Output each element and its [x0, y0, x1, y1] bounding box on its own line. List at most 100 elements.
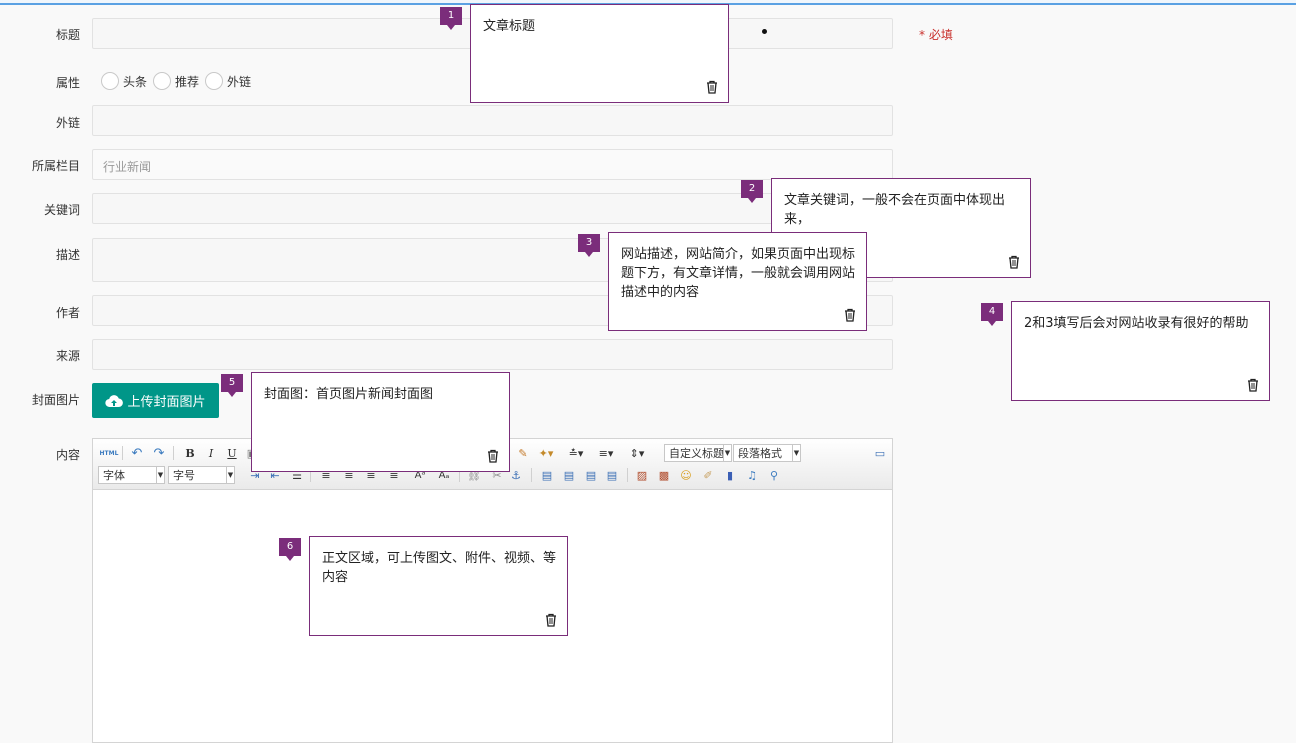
source-input[interactable]	[92, 339, 893, 370]
upload-cover-button[interactable]: 上传封面图片	[92, 383, 219, 418]
italic-button[interactable]: I	[208, 446, 214, 460]
music-icon[interactable]: ♫	[747, 468, 757, 482]
attachment-icon[interactable]: ⚲	[769, 468, 779, 482]
align-right-icon[interactable]: ≡	[366, 468, 376, 482]
scrawl-icon[interactable]: ✐	[703, 468, 713, 482]
upload-label: 上传封面图片	[127, 395, 206, 410]
annotation-note: 网站描述，网站简介，如果页面中出现标题下方，有文章详情，一般就会调用网站描述中的…	[608, 232, 867, 331]
chevron-down-icon: ▼	[156, 467, 164, 483]
align-center-icon[interactable]: ≡	[344, 468, 354, 482]
list-icon[interactable]: ⇕▾	[629, 446, 645, 460]
text-color-icon[interactable]: ≛▾	[568, 446, 584, 460]
chevron-down-icon: ▼	[723, 445, 731, 461]
toolbar-separator	[627, 468, 628, 482]
anchor-icon[interactable]: ⚓	[511, 468, 521, 482]
cloud-upload-icon	[105, 394, 124, 407]
note-text: 2和3填写后会对网站收录有很好的帮助	[1024, 316, 1249, 331]
radio-label: 推荐	[175, 74, 200, 89]
annotation-note: 文章标题	[470, 4, 729, 103]
annotation-note: 2和3填写后会对网站收录有很好的帮助	[1011, 301, 1270, 401]
align-left-icon[interactable]: ≡	[321, 468, 331, 482]
image-left-icon[interactable]: ▤	[541, 468, 553, 482]
toolbar-separator	[310, 468, 311, 482]
cursor-dot	[762, 29, 767, 34]
note-badge: 3	[578, 234, 600, 257]
note-text: 文章标题	[483, 19, 536, 34]
radio-external[interactable]: 外链	[205, 72, 251, 90]
link-input[interactable]	[92, 105, 893, 136]
radio-circle[interactable]	[205, 72, 224, 90]
radio-circle[interactable]	[101, 72, 119, 90]
custom-title-select[interactable]: 自定义标题▼	[664, 444, 732, 462]
simple-upload-icon[interactable]: ▨	[636, 468, 648, 482]
subscript-icon[interactable]: Aₐ	[438, 469, 450, 481]
cover-label: 封面图片	[31, 393, 80, 407]
insert-image-icon[interactable]: ▩	[658, 468, 670, 482]
undo-icon[interactable]: ↶	[131, 445, 143, 461]
annotation-note: 正文区域，可上传图文、附件、视频、等内容	[309, 536, 568, 636]
image-none-icon[interactable]: ▤	[563, 468, 575, 482]
title-label: 标题	[55, 28, 80, 42]
desc-label: 描述	[55, 248, 80, 262]
underline-button[interactable]: U	[227, 446, 237, 460]
annotation-note: 封面图：首页图片新闻封面图	[251, 372, 510, 472]
attr-label: 属性	[55, 76, 80, 90]
format-brush-icon[interactable]: ✎	[518, 446, 528, 460]
link-label: 外链	[55, 116, 80, 130]
note-text: 文章关键词，一般不会在页面中体现出来，	[784, 193, 1006, 227]
redo-icon[interactable]: ↷	[153, 445, 165, 461]
toolbar-separator	[122, 446, 123, 460]
keywords-input[interactable]	[92, 193, 893, 224]
toolbar-separator	[173, 446, 174, 460]
trash-icon[interactable]	[487, 449, 499, 463]
source-label: 来源	[55, 349, 80, 363]
font-size-select[interactable]: 字号▼	[168, 466, 235, 484]
keywords-label: 关键词	[43, 203, 80, 217]
paragraph-format-value: 段落格式	[738, 447, 782, 460]
trash-icon[interactable]	[1247, 378, 1259, 392]
emoticon-icon[interactable]: ☺	[680, 468, 692, 482]
note-text: 网站描述，网站简介，如果页面中出现标题下方，有文章详情，一般就会调用网站描述中的…	[621, 247, 856, 300]
trash-icon[interactable]	[1008, 255, 1020, 269]
chevron-down-icon: ▼	[792, 445, 800, 461]
eraser-icon[interactable]: ✦▾	[538, 446, 554, 460]
indent-icon[interactable]: ☰	[292, 468, 302, 482]
paragraph-format-select[interactable]: 段落格式 ▼	[733, 444, 801, 462]
radio-recommend[interactable]: 推荐	[153, 72, 199, 90]
html-source-button[interactable]: HTML	[99, 449, 119, 457]
line-height-icon[interactable]: ≡▾	[598, 446, 614, 460]
toolbar-separator	[531, 468, 532, 482]
font-family-select[interactable]: 字体 ▼	[98, 466, 165, 484]
fullscreen-icon[interactable]: ▭	[874, 446, 886, 460]
image-center-icon[interactable]: ▤	[606, 468, 618, 482]
bold-button[interactable]: B	[185, 446, 195, 460]
note-text: 封面图：首页图片新闻封面图	[264, 387, 434, 402]
trash-icon[interactable]	[844, 308, 856, 322]
trash-icon[interactable]	[545, 613, 557, 627]
attr-radio-group: 头条 推荐 外链	[101, 72, 257, 90]
content-label: 内容	[55, 448, 80, 462]
rtl-icon[interactable]: ⇤	[270, 468, 280, 482]
note-badge: 4	[981, 303, 1003, 326]
chevron-down-icon: ▼	[226, 467, 234, 483]
note-badge: 2	[741, 180, 763, 203]
radio-headline[interactable]: 头条	[101, 72, 147, 90]
superscript-icon[interactable]: Aᵃ	[414, 469, 426, 481]
radio-label: 头条	[123, 74, 148, 89]
ltr-icon[interactable]: ⇥	[250, 468, 260, 482]
toolbar-separator	[459, 468, 460, 482]
category-label: 所属栏目	[31, 159, 80, 173]
custom-title-value: 自定义标题	[669, 447, 724, 460]
category-value: 行业新闻	[103, 160, 152, 174]
radio-label: 外链	[227, 74, 252, 89]
radio-circle[interactable]	[153, 72, 172, 90]
image-right-icon[interactable]: ▤	[585, 468, 597, 482]
align-justify-icon[interactable]: ≡	[389, 468, 399, 482]
category-select[interactable]: 行业新闻	[92, 149, 893, 180]
font-family-value: 字体	[103, 469, 125, 482]
note-badge: 5	[221, 374, 243, 397]
trash-icon[interactable]	[706, 80, 718, 94]
unlink-icon[interactable]: ✂	[492, 468, 502, 482]
insert-video-icon[interactable]: ▮	[726, 468, 734, 482]
editor-toolbar: HTML ↶ ↷ B I U ▣ ✎ ✦▾ ≛▾ ≡▾ ⇕▾ 自定义标题▼ 段落…	[93, 439, 892, 490]
